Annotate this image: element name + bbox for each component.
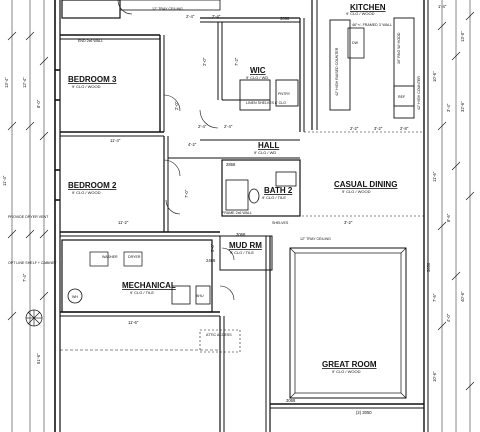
dim-kitchen2: 3'-2": [374, 126, 383, 131]
dim-mud1: 5'-0": [210, 243, 215, 252]
note-dw: DW: [352, 41, 359, 45]
dim-door-3068: 3068: [236, 232, 246, 237]
room-bath2-label: BATH 2: [264, 186, 293, 195]
dim-top3: 3068: [280, 16, 290, 21]
dim-vert-right: 40'-6": [460, 291, 465, 302]
dim-right-top: 13'-0": [460, 31, 465, 42]
dim-bath-dim: 7'-0": [184, 189, 189, 198]
note-raised-counter: 42" HIGH RAISED COUNTER: [335, 47, 339, 96]
room-hall-finish: 9' CLG / WD: [254, 150, 276, 155]
note-ref: REF: [398, 95, 406, 99]
note-provide-dryer: PROVIDE DRYER VENT: [8, 215, 49, 219]
note-tray-top: 12" TRAY CEILING: [152, 7, 183, 11]
note-pantry: PNTRY: [278, 92, 291, 96]
room-bedroom2-label: BEDROOM 2: [68, 181, 117, 190]
dim-door-2468: 2468: [206, 258, 216, 263]
room-mechanical-label: MECHANICAL: [122, 281, 176, 290]
room-mudrm-label: MUD RM: [229, 241, 262, 250]
plan-notes: 12" TRAY CEILING END 2x6 WALL 46"+/- FRA…: [8, 7, 421, 337]
dim-top2: 2'-4": [212, 14, 221, 19]
note-washer: WASHER: [102, 255, 118, 259]
room-bath2-finish: 9' CLG / TILE: [262, 195, 286, 200]
room-casual-dining-label: CASUAL DINING: [334, 180, 397, 189]
note-frame-wall: FRAME 2x6 WALL: [222, 211, 252, 215]
dim-hall1: 2'-4": [198, 124, 207, 129]
dim-left2: 12'-4": [22, 77, 27, 88]
dim-wic1: 2'-0": [202, 57, 207, 66]
dim-bed3-w: 11'-4": [110, 138, 121, 143]
room-hall-label: HALL: [258, 141, 279, 150]
dim-vert-right2: 32'-6": [460, 101, 465, 112]
interior-walls: [25, 0, 424, 432]
note-framed-wall: 46"+/- FRAMED 3' WALL: [352, 23, 392, 27]
dim-bed2-left: 11'-4": [2, 175, 7, 186]
room-wic-label: WIC: [250, 66, 266, 75]
dim-right5: 4'-0": [446, 313, 451, 322]
dim-door-3050: 3050: [426, 262, 431, 272]
dim-right6: 7'-6": [432, 293, 437, 302]
dim-kitchen1: 2'-2": [350, 126, 359, 131]
note-dryer: DRYER: [128, 255, 141, 259]
dim-right3: 3'-4": [446, 103, 451, 112]
dim-right4: 8'-6": [446, 213, 451, 222]
room-labels: KITCHEN 9' CLG / WOOD BEDROOM 3 9' CLG /…: [68, 3, 397, 374]
dim-hall3: 4'-2": [188, 142, 197, 147]
dim-casual: 3'-2": [344, 220, 353, 225]
dim-bed2-w: 11'-2": [118, 220, 129, 225]
dim-hall-dim: 2'-0": [174, 101, 179, 110]
dim-right2: 11'-6": [432, 171, 437, 182]
dim-right1: 10'-6": [432, 71, 437, 82]
dim-right7: 10'-6": [432, 371, 437, 382]
dim-hall2: 2'-4": [224, 124, 233, 129]
dim-left1: 13'-4": [4, 77, 9, 88]
dim-left3: 7'-4": [22, 273, 27, 282]
dim-left4: 8'-0": [36, 99, 41, 108]
note-shelves: SHELVES: [272, 221, 289, 225]
note-end-wall: END 2x6 WALL: [78, 39, 103, 43]
room-great-room-label: GREAT ROOM: [322, 360, 377, 369]
room-mechanical-finish: 9' CLG / TILE: [130, 290, 154, 295]
plan-dimensions: 2'-4" 2'-4" 3068 2'-4" 2'-4" 4'-2" 11'-4…: [2, 4, 465, 415]
dim-top-right: 1'-4": [438, 4, 447, 9]
dim-mech-w: 11'-6": [128, 320, 139, 325]
note-linen: LINEN SHELVES 8' CLG: [246, 101, 286, 105]
dim-door-3068b: 3068: [286, 398, 296, 403]
dim-top1: 2'-4": [186, 14, 195, 19]
dim-vert-left: 51'-6": [36, 353, 41, 364]
dim-wic2: 7'-2": [234, 57, 239, 66]
dim-kitchen3: 2'-8": [400, 126, 409, 131]
room-kitchen-finish: 9' CLG / WOOD: [346, 11, 375, 16]
note-wh: WH: [72, 295, 78, 299]
room-bedroom2-finish: 9' CLG / WOOD: [72, 190, 101, 195]
room-great-room-finish: 9' CLG / WOOD: [332, 369, 361, 374]
room-bedroom3-label: BEDROOM 3: [68, 75, 117, 84]
room-mudrm-finish: 9' CLG / TILE: [230, 250, 254, 255]
left-dimension-ticks: [7, 11, 475, 391]
room-wic-finish: 9' CLG / WD: [246, 75, 268, 80]
room-casual-dining-finish: 9' CLG / WOOD: [342, 189, 371, 194]
dim-door-2050: (2) 3050: [356, 410, 372, 415]
note-ahu: AHU: [196, 294, 204, 298]
dim-door-2868: 2868: [226, 162, 236, 167]
note-tray-great: 12" TRAY CEILING: [300, 237, 331, 241]
note-shelf-pole: 30" RNG W/ HOOD: [397, 32, 401, 64]
room-kitchen-label: KITCHEN: [350, 3, 386, 12]
room-bedroom3-finish: 9' CLG / WOOD: [72, 84, 101, 89]
note-high-counter: 42" HIGH COUNTER: [417, 76, 421, 110]
note-utility-shelf: OPT LINE SHELF + CABINET: [8, 261, 57, 265]
note-attic: ATTIC ACCESS: [206, 333, 232, 337]
